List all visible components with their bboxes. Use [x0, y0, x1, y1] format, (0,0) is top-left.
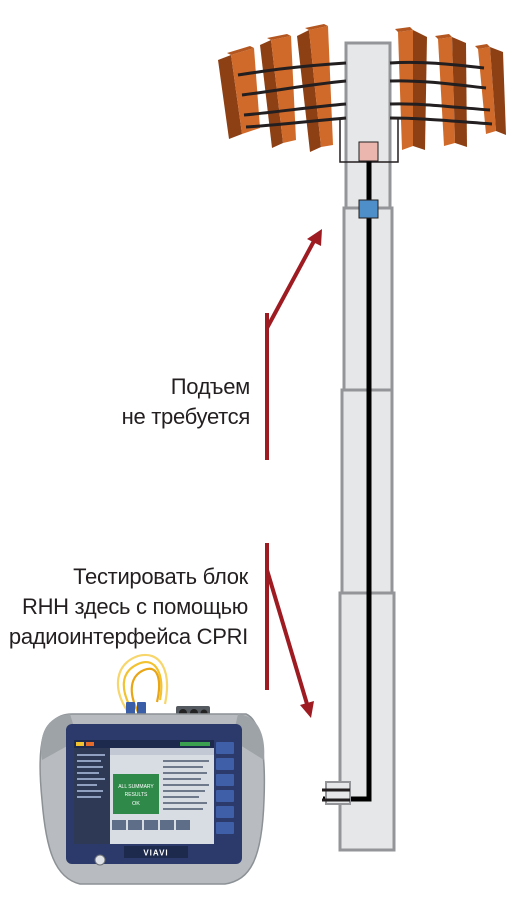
screen-text-line: OK: [132, 801, 140, 807]
annotation-line: Подъем: [170, 374, 251, 399]
brand-logo: VIAVI: [143, 849, 168, 858]
screen-text-line: RESULTS: [125, 792, 148, 798]
antenna-panel: [297, 24, 333, 152]
rrh-unit-box: [358, 141, 379, 162]
connector-box: [358, 199, 379, 219]
antenna-panel: [475, 44, 506, 135]
results-ok-panel: [113, 774, 159, 814]
annotation-no-climb: Подъем не требуется: [121, 372, 251, 432]
screen-text-line: ALL SUMMARY: [118, 784, 154, 790]
annotation-test-rrh: Тестировать блок RHH здесь с помощью рад…: [9, 562, 248, 652]
annotation-line: не требуется: [121, 404, 251, 429]
antenna-panel: [435, 34, 467, 147]
tower-base-feedthrough: [322, 781, 351, 805]
arrow-no-climb: [265, 229, 322, 460]
annotation-line: RHH здесь с помощью: [21, 594, 248, 619]
brand-plate: [124, 846, 188, 858]
antenna-panel: [218, 46, 260, 139]
power-button: [94, 854, 106, 866]
annotation-line: радиоинтерфейса CPRI: [8, 624, 248, 649]
arrow-test-rrh: [265, 543, 314, 718]
antenna-panel: [395, 27, 427, 150]
fiber-jumper: [116, 653, 169, 713]
test-instrument: ALL SUMMARY RESULTS OK: [39, 653, 266, 885]
annotation-line: Тестировать блок: [73, 564, 248, 589]
antenna-mount-cables: [237, 60, 493, 129]
